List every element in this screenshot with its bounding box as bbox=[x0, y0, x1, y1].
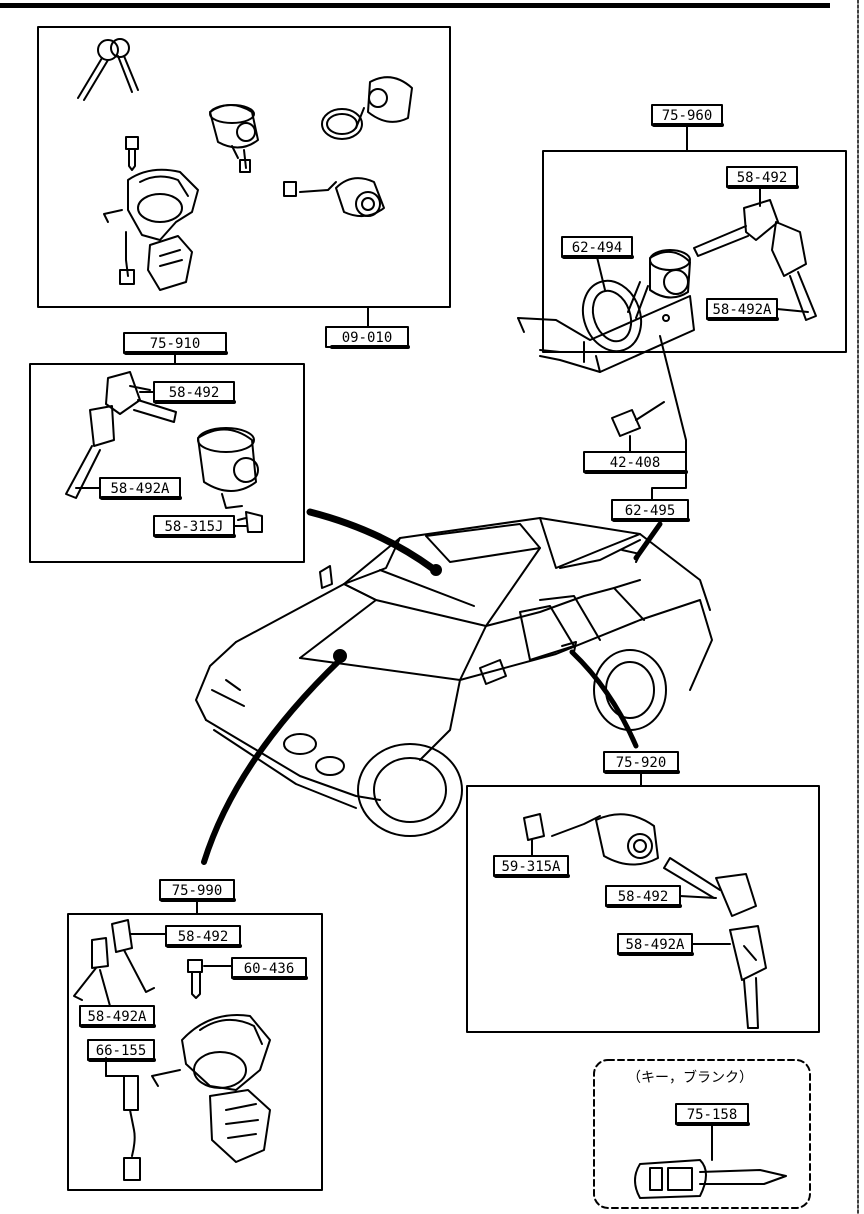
key-a-icon bbox=[65, 405, 115, 499]
switch-wire-icon bbox=[105, 1057, 141, 1181]
glove-set-box bbox=[29, 363, 305, 563]
top-border bbox=[0, 3, 830, 8]
bolt-rear-label: 42-408 bbox=[610, 455, 661, 471]
pointer-glove bbox=[306, 508, 436, 572]
ignition-lock-icon bbox=[151, 1014, 271, 1163]
key-icon bbox=[663, 857, 757, 917]
clip-glove-label: 58-315J bbox=[164, 519, 223, 535]
bolt-icon bbox=[125, 136, 139, 171]
door-set-box bbox=[466, 785, 820, 1033]
pointer-door bbox=[569, 649, 639, 749]
door-cylinder-icon bbox=[551, 813, 659, 866]
gasket-label: 62-494 bbox=[572, 240, 623, 256]
bracket-leader bbox=[651, 335, 687, 501]
blank-key-box bbox=[593, 1059, 811, 1209]
pointer-ignition bbox=[201, 657, 343, 865]
gasket-cylinder-icon bbox=[321, 76, 413, 140]
key-door-label: 58-492 bbox=[618, 889, 669, 905]
key-a-icon bbox=[729, 925, 767, 1029]
key-rear-label: 58-492 bbox=[737, 170, 788, 186]
rear-key-set-label-box bbox=[651, 104, 724, 152]
rear-key-set-label: 75-960 bbox=[662, 108, 713, 124]
blank-key-label: 75-158 bbox=[687, 1107, 738, 1123]
steering-lock-icon bbox=[103, 168, 199, 291]
key-glove-a-label: 58-492A bbox=[110, 481, 170, 497]
car-illustration bbox=[195, 517, 713, 837]
lock-set-label-box bbox=[325, 326, 410, 349]
key-icon bbox=[693, 186, 779, 257]
cylinder-icon bbox=[209, 104, 259, 173]
key-door-a-label: 58-492A bbox=[625, 937, 685, 953]
blank-key-label-box bbox=[675, 1103, 750, 1161]
cylinder-icon bbox=[197, 427, 259, 509]
door-set-label-box bbox=[603, 751, 680, 787]
bracket-icon bbox=[517, 295, 695, 373]
ignition-set-label-box bbox=[159, 879, 236, 915]
key-icon bbox=[105, 371, 177, 423]
switch-ign-label: 66-155 bbox=[96, 1043, 147, 1059]
clip-icon bbox=[237, 511, 263, 533]
clip-icon bbox=[523, 813, 545, 857]
rear-cylinder-icon bbox=[627, 249, 691, 319]
bolt-ign-label: 60-436 bbox=[244, 961, 295, 977]
key-a-icon bbox=[771, 221, 817, 321]
door-set-label: 75-920 bbox=[616, 755, 667, 771]
key-pair-icon bbox=[73, 919, 155, 1001]
key-rear-a-label: 58-492A bbox=[712, 302, 772, 318]
blank-key-note: （キー，ブランク） bbox=[627, 1069, 753, 1086]
lock-set-label: 09-010 bbox=[342, 330, 393, 346]
ignition-set-label: 75-990 bbox=[172, 883, 223, 899]
bolt-rear-icon bbox=[611, 401, 665, 453]
clip-door-label: 59-315A bbox=[501, 859, 561, 875]
key-glove-label: 58-492 bbox=[169, 385, 220, 401]
lock-set-box bbox=[37, 26, 451, 328]
blank-key-icon bbox=[634, 1159, 787, 1199]
key-pair-icon bbox=[77, 38, 139, 101]
ignition-set-box bbox=[67, 913, 323, 1191]
key-ign-label: 58-492 bbox=[178, 929, 229, 945]
glove-set-label: 75-910 bbox=[150, 336, 201, 352]
rear-key-set-box bbox=[542, 150, 847, 353]
bolt-icon bbox=[187, 959, 203, 999]
key-ign-a-label: 58-492A bbox=[87, 1009, 147, 1025]
glove-set-label-box bbox=[123, 332, 228, 365]
bracket-label: 62-495 bbox=[625, 503, 676, 519]
pointer-rear bbox=[633, 521, 663, 561]
trunk-cylinder-icon bbox=[283, 177, 385, 218]
bracket-label-box bbox=[611, 499, 690, 522]
